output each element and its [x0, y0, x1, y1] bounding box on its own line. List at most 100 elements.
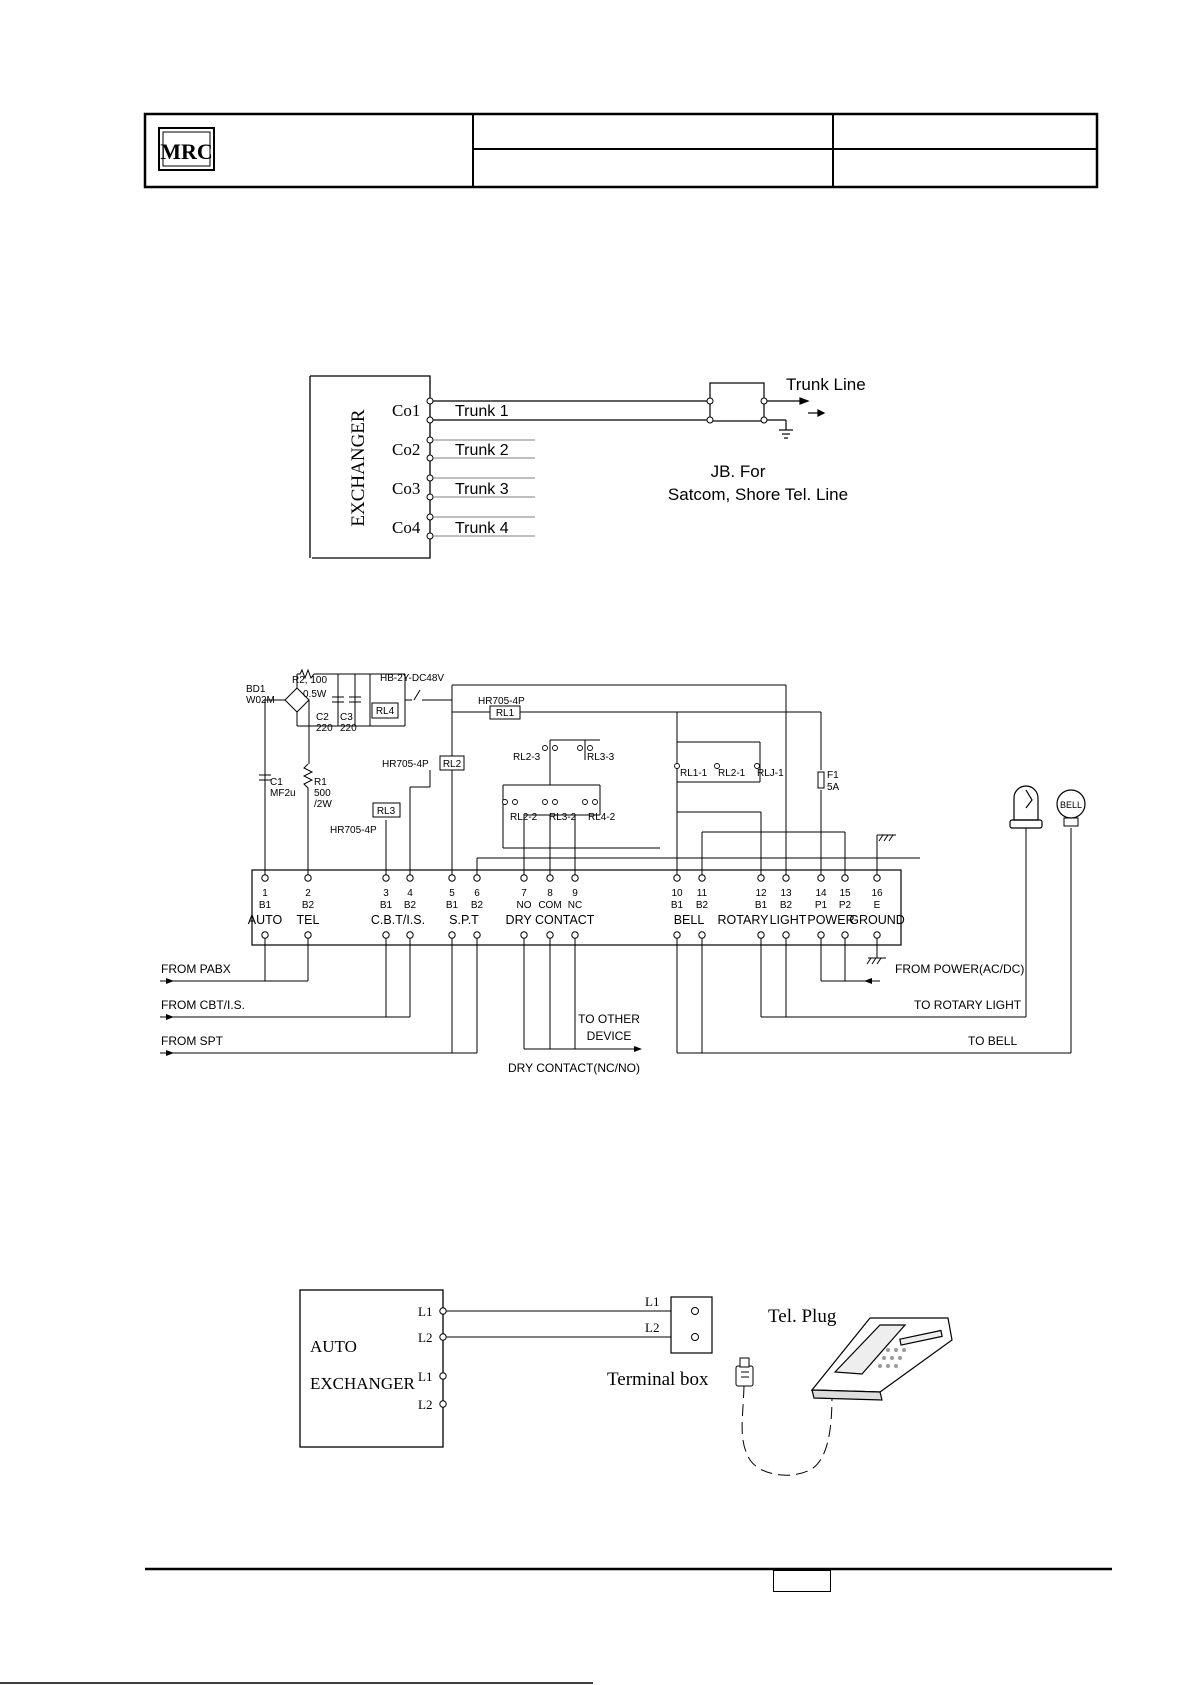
- jb-label-line-1: JB. For: [711, 462, 766, 481]
- r1-label: R1: [314, 777, 327, 788]
- terminal-code-10: B1: [671, 900, 684, 911]
- port-l2-a: L2: [418, 1330, 432, 1345]
- r1-value: 500: [314, 788, 331, 799]
- c3-value: 220: [340, 723, 357, 734]
- terminal-num-2: 2: [305, 888, 311, 899]
- rl3-2-label: RL3-2: [549, 812, 577, 823]
- terminal-code-1: B1: [259, 900, 272, 911]
- terminal-num-4: 4: [407, 888, 413, 899]
- to-bell-label: TO BELL: [968, 1034, 1017, 1048]
- terminal-box: [670, 1296, 713, 1354]
- terminal-code-2: B2: [302, 900, 315, 911]
- terminal-num-16: 16: [871, 888, 883, 899]
- bell-icon: BELL: [1056, 789, 1086, 827]
- from-spt-label: FROM SPT: [161, 1034, 224, 1048]
- terminal-box-label: Terminal box: [607, 1369, 709, 1390]
- relay-rl1: [489, 705, 521, 720]
- rl1-type-label: HR705-4P: [478, 696, 525, 707]
- fuse-label: F1: [827, 770, 839, 781]
- plug-icon: [735, 1357, 754, 1387]
- relay-rl3: [372, 802, 401, 818]
- port-co4: Co4: [392, 518, 421, 537]
- rl2-label: RL2: [443, 759, 462, 770]
- phone-diagram: AUTO EXCHANGER L1 L2 L1 L2 L1 L2 Termina…: [299, 1289, 953, 1476]
- terminal-code-4: B2: [404, 900, 417, 911]
- relay-rl2: [439, 755, 465, 771]
- terminal-code-9: NC: [568, 900, 582, 911]
- rl3-type-label: HR705-4P: [330, 825, 377, 836]
- rl2-1-label: RL2-1: [718, 768, 746, 779]
- port-l1-a: L1: [418, 1304, 432, 1319]
- dry-contact-label: DRY CONTACT(NC/NO): [508, 1061, 640, 1075]
- header-table: [143, 112, 1099, 189]
- bd1-part-label: W02M: [246, 695, 275, 706]
- terminal-num-15: 15: [839, 888, 851, 899]
- terminal-code-3: B1: [380, 900, 393, 911]
- to-rotary-label: TO ROTARY LIGHT: [914, 998, 1022, 1012]
- terminal-num-1: 1: [262, 888, 268, 899]
- relay-diagram: 1 2 3 4 5 6 7 8 9 10 11 12 13 14 15 16 B…: [160, 668, 1086, 1075]
- rl4-type-label: HB-2Y-DC48V: [380, 673, 444, 684]
- rl3-3-label: RL3-3: [587, 752, 615, 763]
- port-l1-b: L1: [418, 1369, 432, 1384]
- terminal-num-11: 11: [697, 888, 708, 899]
- group-spt: S.P.T: [449, 913, 479, 927]
- port-l2-b: L2: [418, 1397, 432, 1412]
- c3-label: C3: [340, 712, 353, 723]
- rl3-1-label: RLJ-1: [757, 768, 784, 779]
- group-ground: GROUND: [849, 913, 905, 927]
- rl4-2-label: RL4-2: [588, 812, 616, 823]
- terminal-code-12: B1: [755, 900, 768, 911]
- ground-bottom-icon: [866, 957, 886, 965]
- terminal-code-5: B1: [446, 900, 459, 911]
- junction-box: [706, 382, 826, 439]
- terminal-code-15: P2: [839, 900, 852, 911]
- terminal-code-11: B2: [696, 900, 709, 911]
- tb-port-l1: L1: [645, 1294, 659, 1309]
- page-number-box: [773, 1570, 831, 1592]
- c1-value: MF2u: [270, 788, 296, 799]
- mrc-logo: MRC: [158, 127, 215, 171]
- relay-rl4: [371, 702, 399, 719]
- group-dry-contact: DRY CONTACT: [506, 913, 595, 927]
- bd1-label: BD1: [246, 684, 266, 695]
- trunk-2-label: Trunk 2: [455, 442, 509, 459]
- rl1-1-label: RL1-1: [680, 768, 708, 779]
- rl2-type-label: HR705-4P: [382, 759, 429, 770]
- jb-label-line-2: Satcom, Shore Tel. Line: [668, 485, 848, 504]
- c2-label: C2: [316, 712, 329, 723]
- terminal-top-contacts: [261, 874, 881, 882]
- ground-icon: [878, 834, 896, 842]
- rl2-2-label: RL2-2: [510, 812, 538, 823]
- auto-exchanger-line-2: EXCHANGER: [310, 1374, 415, 1393]
- trunk-4-label: Trunk 4: [455, 520, 509, 537]
- trunk-1-label: Trunk 1: [455, 403, 509, 420]
- r2-label: R2, 100: [292, 675, 327, 686]
- group-rotary: ROTARY: [718, 913, 770, 927]
- auto-exchanger-line-1: AUTO: [310, 1337, 357, 1356]
- rl2-3-label: RL2-3: [513, 752, 541, 763]
- terminal-num-10: 10: [671, 888, 683, 899]
- telephone-icon: [810, 1317, 953, 1401]
- group-auto: AUTO: [248, 913, 283, 927]
- group-power: POWER: [807, 913, 854, 927]
- terminal-code-6: B2: [471, 900, 484, 911]
- r2-power-label: 0.5W: [303, 689, 327, 700]
- rl1-label: RL1: [496, 708, 515, 719]
- trunk-line-label: Trunk Line: [786, 375, 866, 394]
- to-other-label-1: TO OTHER: [578, 1012, 640, 1026]
- exchanger-label: EXCHANGER: [348, 409, 369, 526]
- to-other-label-2: DEVICE: [587, 1029, 632, 1043]
- terminal-code-16: E: [874, 900, 881, 911]
- rl4-label: RL4: [376, 706, 395, 717]
- group-bell: BELL: [674, 913, 705, 927]
- terminal-num-6: 6: [474, 888, 480, 899]
- terminal-num-12: 12: [755, 888, 767, 899]
- rotary-light-icon: [1009, 785, 1043, 829]
- from-power-label: FROM POWER(AC/DC): [895, 962, 1024, 976]
- internal-wiring: [264, 668, 920, 875]
- group-light: LIGHT: [770, 913, 807, 927]
- c1-label: C1: [270, 777, 283, 788]
- terminal-num-8: 8: [547, 888, 553, 899]
